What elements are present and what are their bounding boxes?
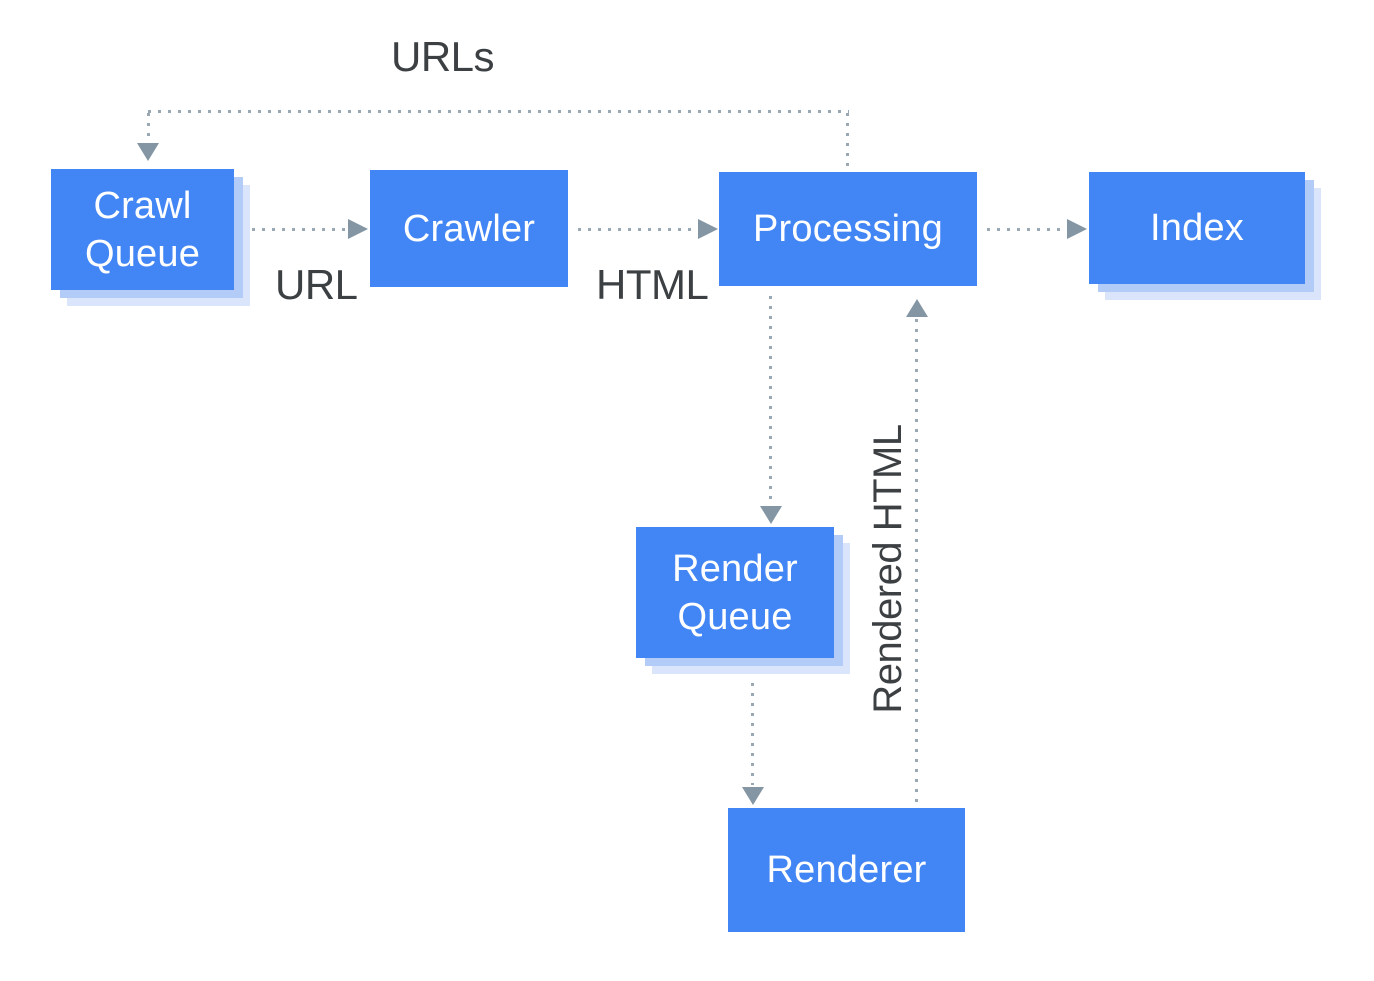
node-render-queue-label: Render Queue <box>672 547 798 638</box>
node-renderer-label: Renderer <box>766 849 927 891</box>
node-processing-label: Processing <box>753 208 943 250</box>
arrowhead-into-index <box>1067 219 1087 239</box>
node-render-queue: Render Queue <box>636 527 834 658</box>
edge-urls-right-vertical-segment <box>846 113 849 170</box>
edge-processing-to-index <box>987 228 1067 231</box>
edge-urls-left-vertical-segment <box>147 113 150 143</box>
node-crawl-queue: Crawl Queue <box>51 169 234 290</box>
edge-label-html: HTML <box>596 261 709 308</box>
edge-render-queue-to-renderer <box>751 683 754 785</box>
edge-urls-horizontal-segment <box>148 110 849 113</box>
arrowhead-into-renderer <box>742 787 764 805</box>
edge-label-url: URL <box>275 261 358 308</box>
edge-renderer-to-processing <box>915 319 918 808</box>
node-crawl-queue-label: Crawl Queue <box>84 184 201 275</box>
node-index-label: Index <box>1150 207 1244 249</box>
arrowhead-into-crawler <box>348 219 368 239</box>
arrowhead-up-into-processing <box>906 299 928 317</box>
node-renderer: Renderer <box>728 808 965 932</box>
edge-processing-to-render-queue <box>769 296 772 504</box>
edge-crawl-queue-to-crawler <box>252 228 348 231</box>
arrowhead-into-processing <box>698 219 718 239</box>
node-index: Index <box>1089 172 1305 284</box>
edge-label-rendered-html: Rendered HTML <box>866 424 910 714</box>
node-processing: Processing <box>719 172 977 286</box>
edge-crawler-to-processing <box>578 228 698 231</box>
edge-label-urls: URLs <box>391 33 495 80</box>
node-crawler-label: Crawler <box>402 207 536 250</box>
arrowhead-into-crawl-queue <box>137 143 159 161</box>
arrowhead-into-render-queue <box>760 506 782 524</box>
node-crawler: Crawler <box>370 170 568 287</box>
